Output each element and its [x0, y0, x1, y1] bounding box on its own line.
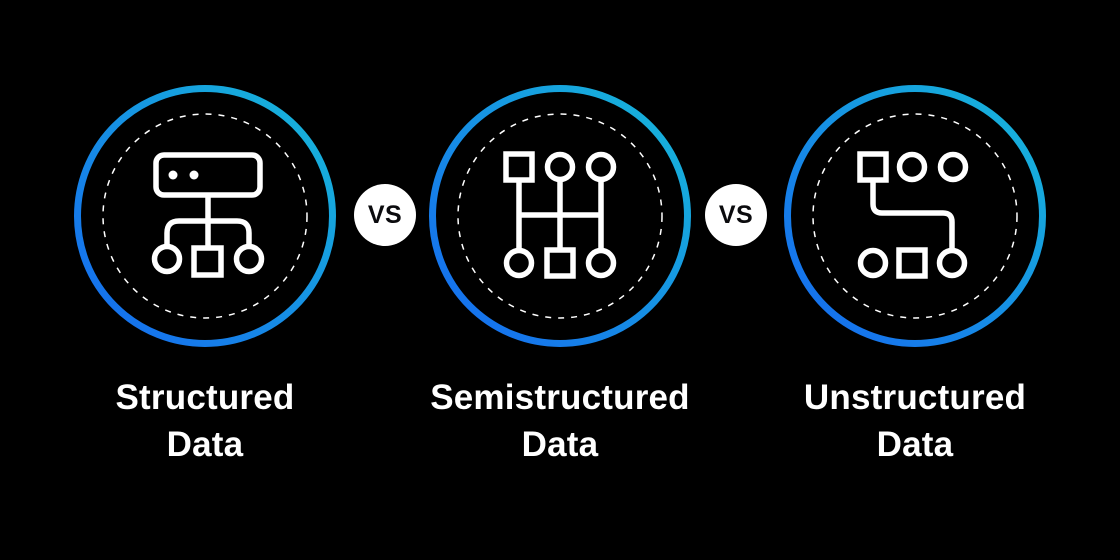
- semistructured-data-circle: [429, 85, 691, 347]
- label-line: Structured: [115, 378, 295, 417]
- dashed-ring: [812, 113, 1018, 319]
- structured-data-circle: [74, 85, 336, 347]
- gradient-ring: [784, 85, 1046, 347]
- scattered-nodes-icon: [857, 151, 969, 279]
- gradient-ring: [74, 85, 336, 347]
- vs-badge-label: VS: [367, 200, 403, 229]
- label-line: Data: [876, 425, 954, 464]
- vs-badge: VS: [705, 184, 767, 246]
- unstructured-data-label: Unstructured Data: [735, 374, 1095, 468]
- linked-grid-icon: [503, 151, 617, 279]
- vs-badge: VS: [354, 184, 416, 246]
- hierarchy-diagram-icon: [151, 152, 265, 278]
- semistructured-data-label: Semistructured Data: [380, 374, 740, 468]
- dashed-ring: [102, 113, 308, 319]
- label-line: Unstructured: [803, 378, 1027, 417]
- label-line: Semistructured: [430, 378, 690, 417]
- label-line: Data: [166, 425, 244, 464]
- gradient-ring: [429, 85, 691, 347]
- unstructured-data-circle: [784, 85, 1046, 347]
- label-line: Data: [521, 425, 599, 464]
- structured-data-label: Structured Data: [25, 374, 385, 468]
- vs-badge-label: VS: [718, 200, 754, 229]
- dashed-ring: [457, 113, 663, 319]
